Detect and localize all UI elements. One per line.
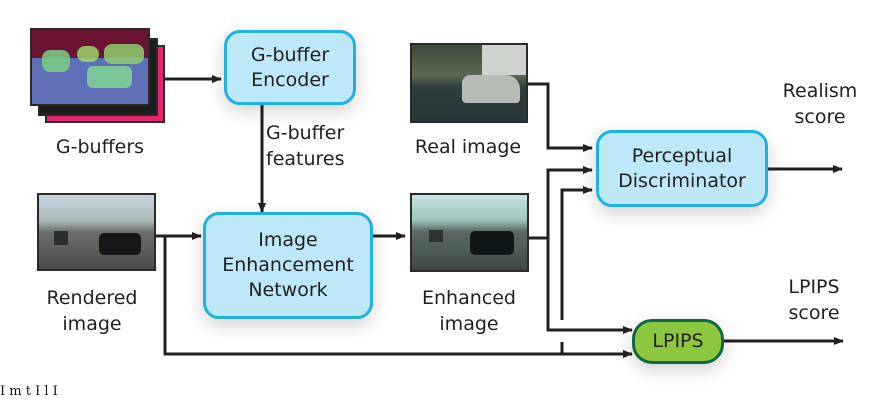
image-enhancement-network-node: Image Enhancement Network	[203, 212, 373, 319]
real-image-thumbnail	[410, 43, 528, 123]
rendered-image-thumbnail	[37, 193, 156, 271]
realism-score-label: Realism score	[782, 80, 858, 128]
arrow-rendered-to-lpips	[163, 236, 633, 358]
enhanced-image-thumbnail	[410, 193, 529, 272]
gbuffer-encoder-node: G-buffer Encoder	[224, 30, 356, 105]
gbuffers-label: G-buffers	[55, 136, 145, 158]
enhancement-line2: Enhancement	[222, 254, 354, 276]
arrow-enhanced-to-lpips	[546, 238, 633, 334]
arrow-real-to-discriminator	[528, 82, 593, 152]
gbuffer-encoder-line1: G-buffer	[250, 43, 330, 66]
lpips-label: LPIPS	[652, 330, 704, 352]
discriminator-line2: Discriminator	[618, 169, 746, 192]
arrow-enhanced-to-discriminator	[546, 166, 593, 238]
enhancement-line3: Network	[248, 279, 328, 301]
gbuffer-features-label: G-buffer features	[266, 122, 345, 170]
discriminator-line1: Perceptual	[631, 144, 733, 167]
gbuffer-encoder-line2: Encoder	[251, 68, 329, 91]
arrow-rendered-to-discriminator	[560, 186, 593, 320]
gbuffer-image	[30, 28, 150, 106]
rendered-image-label: Rendered image	[46, 287, 138, 335]
lpips-node: LPIPS	[632, 319, 724, 364]
lpips-score-label: LPIPS score	[788, 276, 840, 324]
perceptual-discriminator-node: Perceptual Discriminator	[596, 130, 768, 207]
enhancement-line1: Image	[258, 229, 318, 251]
figure-caption-fragment: I m t I l I	[0, 384, 58, 399]
enhanced-image-label: Enhanced image	[422, 287, 516, 335]
real-image-label: Real image	[414, 136, 522, 158]
